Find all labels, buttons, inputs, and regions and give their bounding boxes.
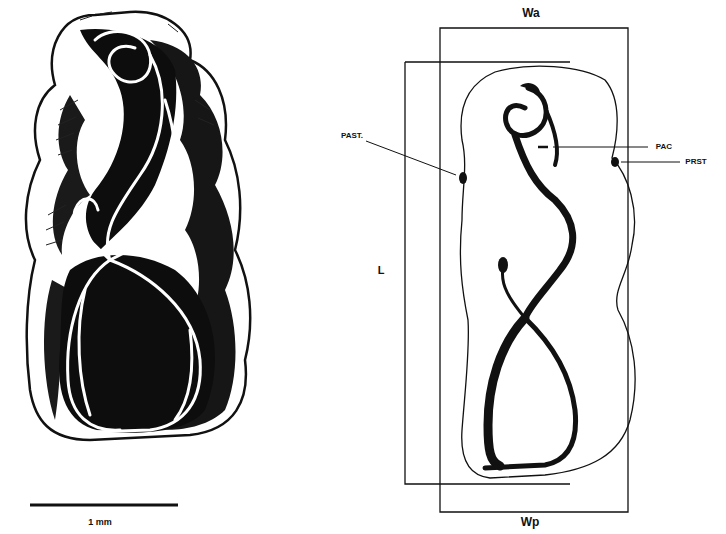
tooth-drawing bbox=[26, 12, 250, 440]
measurement-frames bbox=[405, 28, 628, 512]
cusp-label: PAST. bbox=[339, 132, 365, 141]
scale-label: 1 mm bbox=[86, 518, 114, 528]
crown-outline bbox=[460, 66, 635, 478]
width-label: Wp bbox=[519, 516, 542, 529]
cusp-label: PAC bbox=[654, 143, 674, 152]
width-label: Wa bbox=[520, 7, 542, 20]
cusp-label: PRST bbox=[683, 158, 708, 167]
enamel-pattern bbox=[459, 83, 619, 468]
leader-lines bbox=[366, 141, 680, 175]
scale-bar bbox=[30, 504, 178, 507]
length-label: L bbox=[376, 264, 387, 276]
